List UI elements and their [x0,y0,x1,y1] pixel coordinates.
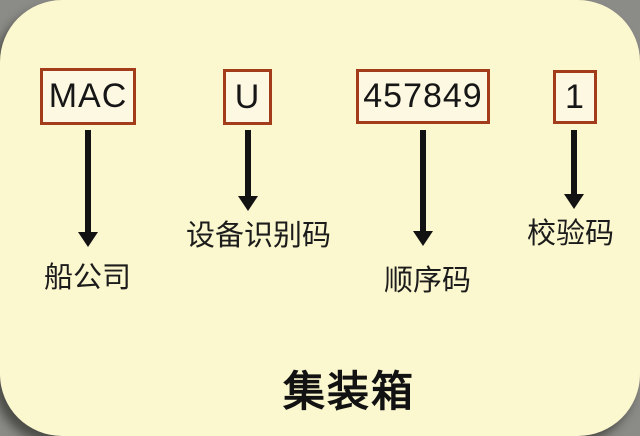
arrow-head-icon [413,231,433,246]
arrow-head-icon [78,232,98,247]
arrow-head-icon [564,194,584,209]
arrow-shaft [245,130,251,196]
code-box-owner-code: MAC [40,68,136,125]
arrow-shaft [420,130,426,231]
arrow-shaft [85,130,91,232]
label-shipping-company: 船公司 [44,260,132,294]
arrow-head-icon [238,196,258,211]
code-box-serial-number: 457849 [356,69,490,124]
label-equipment-id-code: 设备识别码 [186,218,332,252]
label-check-code: 校验码 [527,216,615,250]
arrow-shaft [571,130,577,194]
code-box-check-digit: 1 [553,70,597,124]
code-box-equipment-category: U [223,69,272,125]
diagram-title: 集装箱 [283,367,416,416]
label-sequence-code: 顺序码 [384,263,472,297]
